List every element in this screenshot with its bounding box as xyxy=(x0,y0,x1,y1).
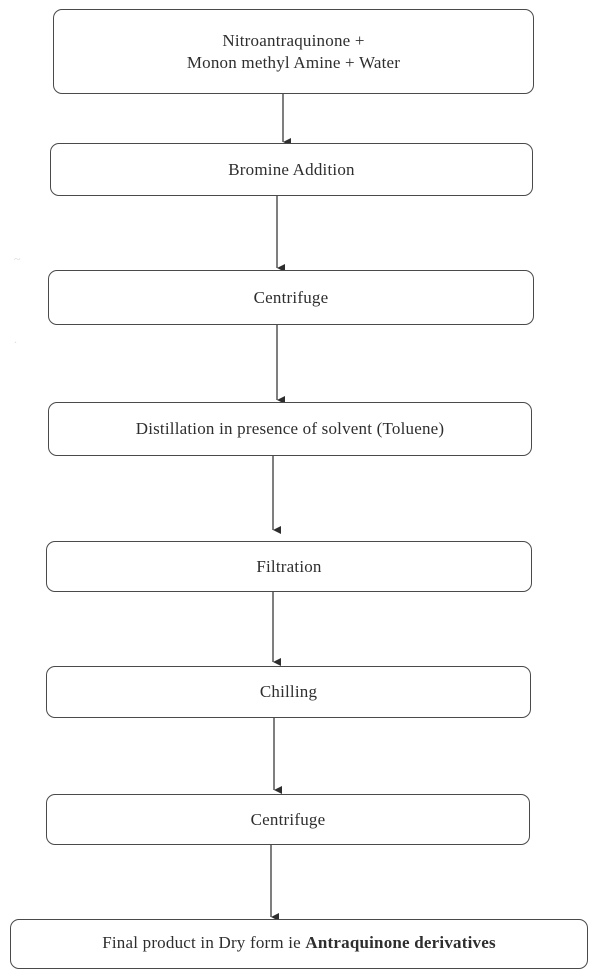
step-final-line-1: Final product in Dry form ie xyxy=(102,933,306,952)
step-distillation-label: Distillation in presence of solvent (Tol… xyxy=(135,419,445,438)
step-filtration-label: Filtration xyxy=(256,556,322,576)
step-bromine-addition: Bromine Addition xyxy=(50,143,533,196)
step-final-product: Final product in Dry form ie Antraquinon… xyxy=(10,919,588,969)
step-final-line-2: Antraquinone derivatives xyxy=(305,933,496,952)
margin-smudge-2: . xyxy=(14,332,17,346)
step-input-line-2: Monon methyl Amine + Water xyxy=(186,52,401,72)
step-centrifuge-2: Centrifuge xyxy=(46,794,530,845)
step-centrifuge-2-label: Centrifuge xyxy=(250,809,326,829)
step-bromine-label: Bromine Addition xyxy=(228,159,355,179)
step-filtration: Filtration xyxy=(46,541,532,592)
step-chilling-label: Chilling xyxy=(259,682,318,701)
step-distillation: Distillation in presence of solvent (Tol… xyxy=(48,402,532,456)
margin-smudge: ~ xyxy=(14,252,21,266)
step-chilling: Chilling xyxy=(46,666,531,718)
step-input-materials: Nitroantraquinone + Monon methyl Amine +… xyxy=(53,9,534,94)
step-centrifuge-1: Centrifuge xyxy=(48,270,534,325)
step-centrifuge-1-label: Centrifuge xyxy=(253,287,329,307)
step-input-line-1: Nitroantraquinone + xyxy=(222,30,365,50)
